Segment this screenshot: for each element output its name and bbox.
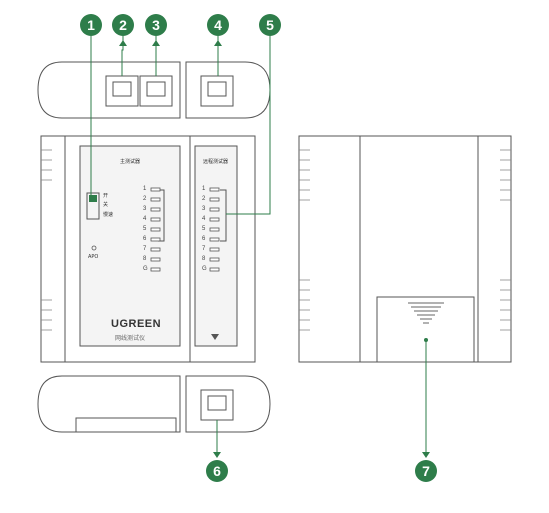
callout-6: 6 <box>206 460 228 482</box>
arrow-heads <box>119 40 430 458</box>
callout-1: 1 <box>80 14 102 36</box>
main-led-num: 6 <box>143 236 147 242</box>
callout-5: 5 <box>259 14 281 36</box>
main-led-num: 1 <box>143 186 147 192</box>
remote-led-num: 1 <box>202 186 206 192</box>
switch-label-off: 关 <box>103 202 109 208</box>
remote-led-num: 8 <box>202 256 206 262</box>
callout-2: 2 <box>112 14 134 36</box>
port-6 <box>200 389 234 421</box>
remote-led-num: G <box>202 266 207 272</box>
main-unit-title: 主测试器 <box>120 159 141 165</box>
switch-label-slow: 慢速 <box>103 212 114 218</box>
device-subtitle: 网线测试仪 <box>115 335 146 342</box>
port-2 <box>105 75 139 107</box>
main-led-num: 2 <box>143 196 147 202</box>
main-panel <box>79 145 181 347</box>
main-led-bars <box>150 187 161 272</box>
cover-grip-icon <box>408 302 444 324</box>
main-led-num: G <box>143 266 148 272</box>
callout-4: 4 <box>207 14 229 36</box>
top-end-view <box>37 61 181 119</box>
down-arrow-icon <box>211 334 219 340</box>
main-led-num: 8 <box>143 256 147 262</box>
remote-led-num: 2 <box>202 196 206 202</box>
port-4 <box>200 75 234 107</box>
remote-led-bars <box>209 187 220 272</box>
remote-led-num: 3 <box>202 206 206 212</box>
remote-panel <box>194 145 238 347</box>
callout-7: 7 <box>415 460 437 482</box>
front-body <box>40 135 256 363</box>
bottom-end-view <box>37 375 181 433</box>
port-3 <box>139 75 173 107</box>
apo-led <box>91 245 97 251</box>
main-led-num: 7 <box>143 246 147 252</box>
slide-switch <box>86 192 100 220</box>
remote-led-num: 7 <box>202 246 206 252</box>
main-led-num: 5 <box>143 226 147 232</box>
callout-3: 3 <box>145 14 167 36</box>
remote-led-num: 5 <box>202 226 206 232</box>
switch-knob <box>89 195 97 202</box>
switch-label-on: 开 <box>103 193 109 199</box>
back-body <box>298 135 512 363</box>
brand-logo: UGREEN <box>111 318 162 330</box>
main-led-num: 4 <box>143 216 147 222</box>
main-led-num: 3 <box>143 206 147 212</box>
remote-led-num: 4 <box>202 216 206 222</box>
remote-unit-title: 远程测试器 <box>203 159 229 165</box>
vents <box>41 149 511 331</box>
remote-led-num: 6 <box>202 236 206 242</box>
apo-label: APO <box>88 254 99 260</box>
